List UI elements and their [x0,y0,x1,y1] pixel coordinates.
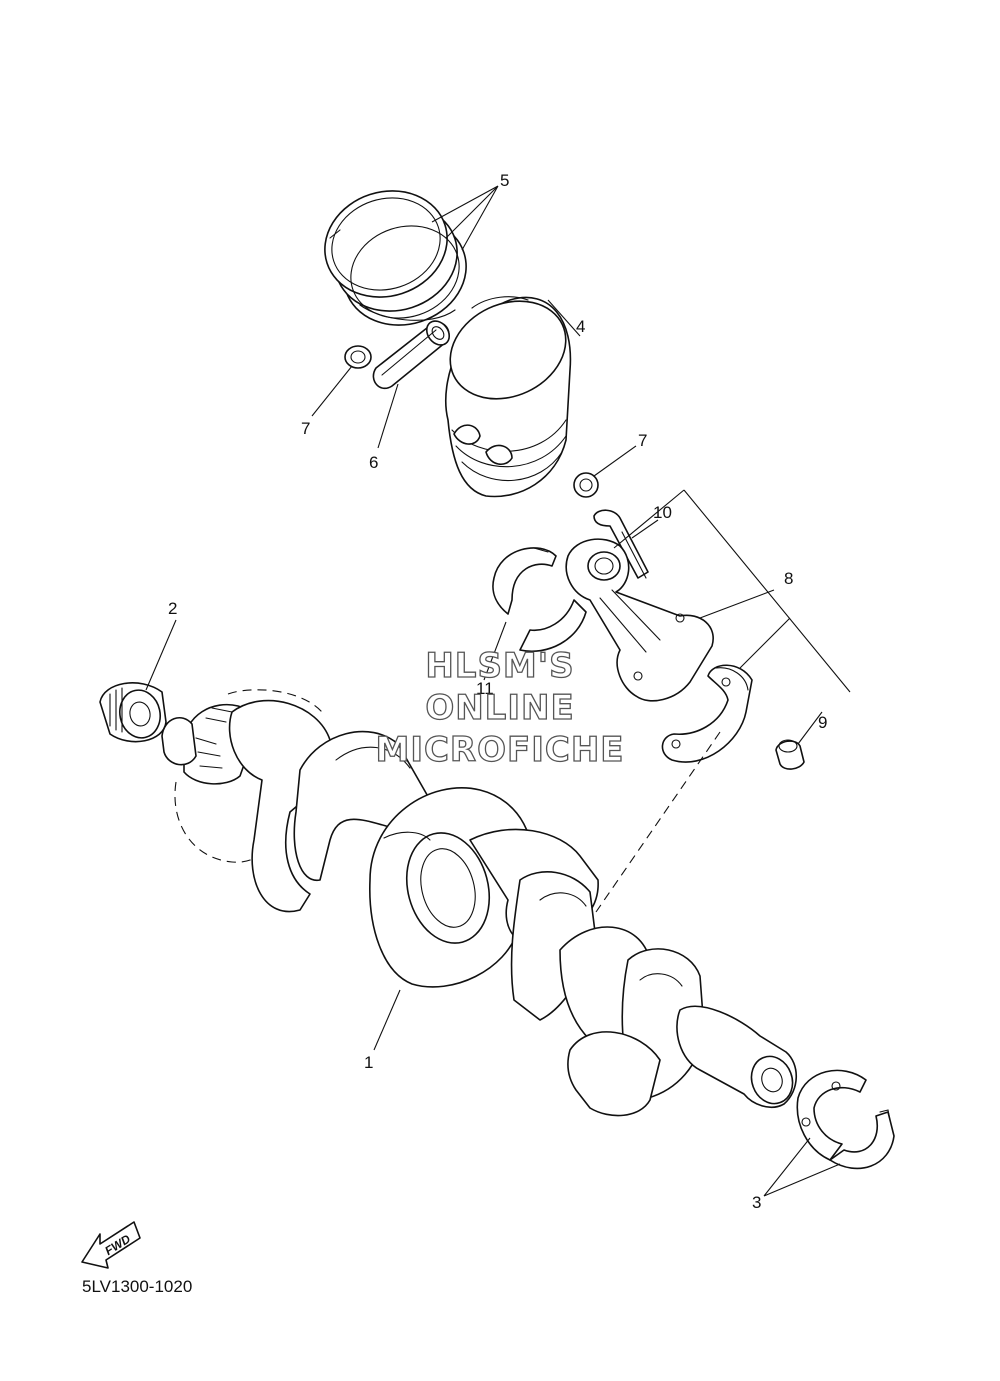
leader-lines [145,185,851,1197]
callout-11: 11 [476,679,494,698]
piston [444,296,572,498]
piston-rings [324,190,467,326]
watermark-line-1: HLSM'S [425,646,574,686]
piston-pin-clip-left [344,345,372,369]
watermark: HLSM'S ONLINE MICROFICHE [375,645,624,770]
piston-pin-clip-right [573,472,599,498]
connecting-rod-cap [661,664,753,763]
callout-3: 3 [752,1193,761,1212]
diagram-code: 5LV1300-1020 [82,1277,192,1296]
callout-1: 1 [364,1053,373,1072]
callout-10: 10 [653,503,672,522]
crankshaft [161,689,797,1117]
piston-pin [372,320,451,390]
callout-7-right: 7 [638,431,647,450]
callout-7-left: 7 [301,419,310,438]
crank-gear [99,682,167,743]
callout-2: 2 [168,599,177,618]
callout-5: 5 [500,171,509,190]
callout-4: 4 [576,317,585,336]
forward-arrow-icon: FWD [81,1221,141,1269]
main-bearing-shells [796,1069,895,1170]
connecting-rod-bolt [593,509,649,579]
connecting-rod [565,538,714,702]
callout-9: 9 [818,713,827,732]
watermark-line-3: MICROFICHE [375,730,624,770]
watermark-line-2: ONLINE [425,688,574,728]
callout-labels: 5 4 7 6 7 10 8 9 11 2 1 3 [168,171,827,1212]
callout-6: 6 [369,453,378,472]
connecting-rod-nut [775,739,805,770]
callout-8: 8 [784,569,793,588]
upper-bearing-shell [492,547,587,652]
